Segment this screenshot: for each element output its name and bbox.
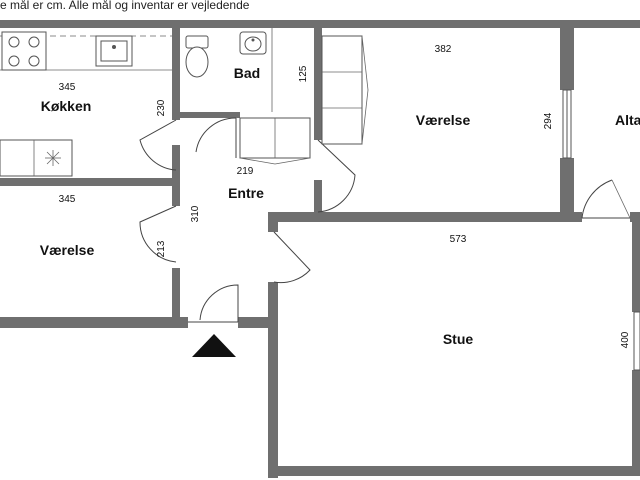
dim-entrance-width: 219 (237, 166, 254, 177)
wall-kitchen-bath (172, 28, 180, 120)
door-bedroom2 (139, 205, 177, 263)
kitchen-fixtures (0, 31, 172, 177)
dim-living-depth: 400 (620, 331, 631, 348)
wall-living-top-right (574, 212, 582, 222)
dim-kitchen-depth: 230 (156, 99, 167, 116)
wall-bedroom2-right-upper (172, 186, 180, 206)
wall-bedroom2-right-lower (172, 268, 180, 324)
dim-bedroom1-depth: 294 (543, 112, 554, 129)
wall-bath-bottom-left (180, 112, 240, 118)
dim-bedroom2-width: 345 (59, 194, 76, 205)
room-label-entrance: Entre (228, 185, 264, 201)
room-label-bath: Bad (234, 65, 260, 81)
dim-bath-depth: 125 (298, 65, 309, 82)
sink (95, 35, 133, 67)
outer-wall-top (0, 20, 640, 28)
wall-entrance-bedroom1 (314, 180, 322, 218)
door-balcony (581, 179, 630, 219)
dim-living-width: 573 (450, 234, 467, 245)
wall-living-right-lower (632, 370, 640, 466)
doors (139, 117, 631, 323)
walls (0, 20, 640, 478)
wall-entrance-right-upper (268, 212, 278, 232)
windows (562, 89, 640, 371)
room-label-bedroom1: Værelse (416, 112, 471, 128)
door-living (273, 231, 311, 284)
room-label-living: Stue (443, 331, 474, 347)
wall-living-right-upper (632, 222, 640, 312)
wall-bedroom1-right-upper (560, 28, 574, 90)
wall-bedroom1-right-lower (560, 158, 574, 218)
wall-living-left (268, 282, 278, 478)
entrance-arrow (192, 334, 236, 357)
wall-living-top-far (630, 212, 640, 222)
dimension-labels: 345 230 125 382 294 219 310 345 213 573 … (59, 44, 631, 348)
bath-fixtures (185, 28, 273, 112)
window-living (633, 311, 640, 371)
kitchen-counter-lower (0, 139, 73, 177)
dim-bedroom1-width: 382 (435, 44, 452, 55)
wall-bottom-left (0, 317, 188, 328)
washbasin (239, 31, 267, 55)
wall-bottom-right (238, 317, 278, 328)
stove (1, 31, 47, 71)
wall-bath-bedroom1 (314, 28, 322, 140)
room-label-kitchen: Køkken (41, 98, 92, 114)
room-labels: Køkken Bad Værelse Værelse Entre Stue Al… (40, 65, 640, 347)
door-kitchen (139, 119, 177, 171)
dim-entrance-depth: 310 (190, 205, 201, 222)
wall-bedroom1-living (272, 212, 574, 222)
plan-caption: e mål er cm. Alle mål og inventar er vej… (0, 0, 250, 12)
door-bedroom1 (317, 139, 356, 213)
wardrobes (239, 35, 369, 165)
wall-kitchen-bedroom (0, 178, 180, 186)
wall-living-bottom (268, 466, 640, 476)
room-label-balcony: Alta (615, 112, 640, 128)
toilet (185, 35, 209, 78)
wardrobe-bedroom1 (321, 35, 363, 145)
door-front (188, 284, 239, 323)
fridge-icon (45, 150, 61, 166)
dim-bedroom2-depth: 213 (156, 240, 167, 257)
dim-kitchen-width: 345 (59, 82, 76, 93)
door-bath (195, 117, 237, 158)
room-label-bedroom2: Værelse (40, 242, 95, 258)
wall-kitchen-entrance (172, 145, 180, 185)
